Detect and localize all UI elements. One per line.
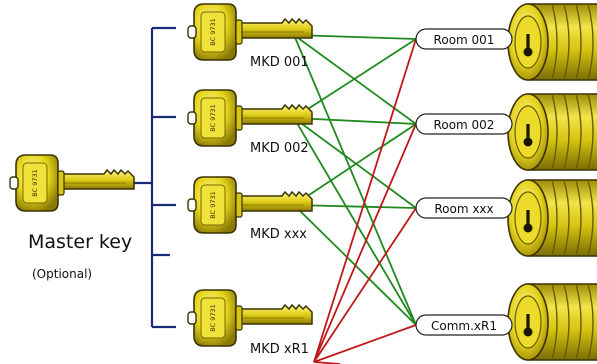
key-mkd-001: BC 9731 MKD 001 — [187, 3, 313, 70]
room-label: Room 002 — [434, 118, 495, 132]
key-icon — [9, 154, 135, 212]
key-engraving: BC 9731 — [209, 18, 217, 46]
lock-cylinder-icon — [507, 93, 597, 171]
lock-comm-xr1: Comm.xR1 — [415, 283, 597, 361]
room-label: Comm.xR1 — [431, 319, 497, 333]
key-engraving: BC 9731 — [31, 169, 39, 197]
lock-room-002: Room 002 — [415, 93, 597, 171]
room-label-box — [415, 28, 513, 50]
key-mkd-xxx: BC 9731 MKD xxx — [187, 176, 313, 242]
master-key-note: (Optional) — [32, 267, 92, 281]
green-connection-lines — [293, 34, 417, 326]
key-label: MKD 002 — [250, 141, 309, 156]
lock-cylinder-icon — [507, 283, 597, 361]
master-key: BC 9731 Master key (Optional) — [9, 154, 135, 281]
key-label: MKD xxx — [250, 227, 307, 242]
key-icon — [187, 176, 313, 234]
room-label-box — [415, 113, 513, 135]
key-mkd-xr1: BC 9731 MKD xR1 — [187, 289, 313, 357]
key-engraving: BC 9731 — [209, 304, 217, 332]
key-icon — [187, 3, 313, 61]
room-label: Room xxx — [434, 202, 493, 216]
master-key-label: Master key — [28, 231, 132, 253]
key-icon — [187, 289, 313, 347]
key-mkd-002: BC 9731 MKD 002 — [187, 89, 313, 156]
key-label: MKD 001 — [250, 55, 309, 70]
red-connection-lines — [313, 38, 417, 364]
lock-room-xxx: Room xxx — [415, 179, 597, 257]
room-label-box — [415, 197, 513, 219]
room-label: Room 001 — [434, 33, 495, 47]
lock-cylinder-icon — [507, 3, 597, 81]
room-label-box — [415, 314, 513, 336]
key-label: MKD xR1 — [250, 342, 309, 357]
lock-room-001: Room 001 — [415, 3, 597, 81]
lock-cylinder-icon — [507, 179, 597, 257]
key-engraving: BC 9731 — [209, 104, 217, 132]
hierarchy-tree-lines — [132, 26, 176, 329]
key-engraving: BC 9731 — [209, 191, 217, 219]
key-icon — [187, 89, 313, 147]
